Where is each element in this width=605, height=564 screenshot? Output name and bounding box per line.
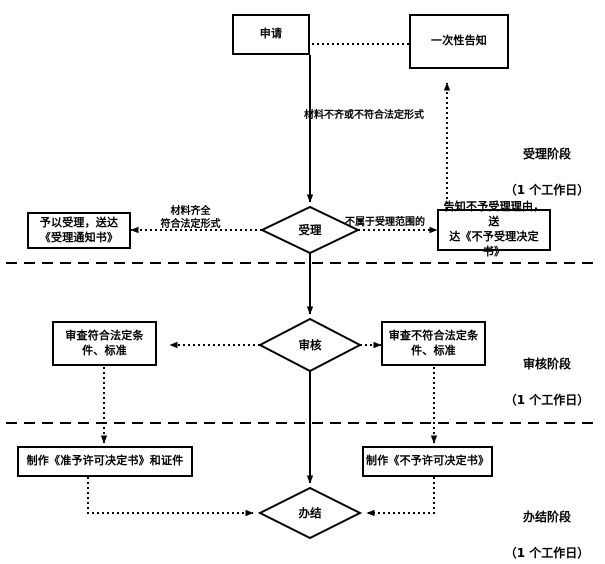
stage-label-review-duration: （1 个工作日） <box>504 393 590 407</box>
stage-label-accept-name: 受理阶段 <box>522 147 571 161</box>
stage-label-review-name: 审核阶段 <box>522 357 571 371</box>
node-not-accept-label: 告知不予受理理由，送 达《不予受理决定书》 <box>443 200 545 258</box>
edge-label-materials-incomplete-text: 材料不齐或不符合法定形式 <box>304 110 424 121</box>
edge-reject-doc-to-complete <box>366 477 435 517</box>
node-approve-doc-label: 制作《准予许可决定书》和证件 <box>26 454 184 468</box>
diamond-complete <box>257 486 363 540</box>
node-reject-doc[interactable]: 制作《不予许可决定书》 <box>362 446 493 477</box>
node-review-conform[interactable]: 审查符合法定条 件、标准 <box>52 321 157 366</box>
stage-label-complete-name: 办结阶段 <box>522 510 571 524</box>
edge-label-materials-complete: 材料齐全 符合法定形式 <box>133 192 248 231</box>
stage-label-accept: 受理阶段 （1 个工作日） <box>494 127 600 217</box>
node-one-time-notice-label: 一次性告知 <box>431 34 487 48</box>
node-accept-yes-label: 予以受理，送达 《受理通知书》 <box>39 215 119 244</box>
node-not-accept[interactable]: 告知不予受理理由，送 达《不予受理决定书》 <box>437 200 551 258</box>
diamond-review <box>257 317 363 373</box>
stage-label-review: 审核阶段 （1 个工作日） <box>494 337 600 427</box>
edge-accept-to-onetime-notice <box>358 82 451 231</box>
edge-label-materials-incomplete: 材料不齐或不符合法定形式 <box>274 96 454 122</box>
node-accept-yes[interactable]: 予以受理，送达 《受理通知书》 <box>27 212 131 249</box>
edge-label-out-of-scope-text: 不属于受理范围的 <box>345 217 425 228</box>
node-review-conform-label: 审查符合法定条 件、标准 <box>65 328 144 357</box>
stage-label-complete: 办结阶段 （1 个工作日） <box>494 490 600 564</box>
node-review-nonconform-label: 审查不符合法定条 件、标准 <box>388 328 479 357</box>
node-one-time-notice[interactable]: 一次性告知 <box>409 14 509 69</box>
node-review-nonconform[interactable]: 审查不符合法定条 件、标准 <box>381 321 486 366</box>
stage-label-complete-duration: （1 个工作日） <box>504 546 590 560</box>
node-application[interactable]: 申请 <box>232 14 310 55</box>
edge-approve-doc-to-complete <box>87 477 254 517</box>
edge-label-materials-complete-text: 材料齐全 符合法定形式 <box>160 206 221 230</box>
node-reject-doc-label: 制作《不予许可决定书》 <box>366 454 490 468</box>
stage-label-accept-duration: （1 个工作日） <box>504 183 590 197</box>
edge-label-out-of-scope: 不属于受理范围的 <box>330 203 440 229</box>
node-approve-doc[interactable]: 制作《准予许可决定书》和证件 <box>17 446 193 477</box>
node-application-label: 申请 <box>259 27 283 41</box>
